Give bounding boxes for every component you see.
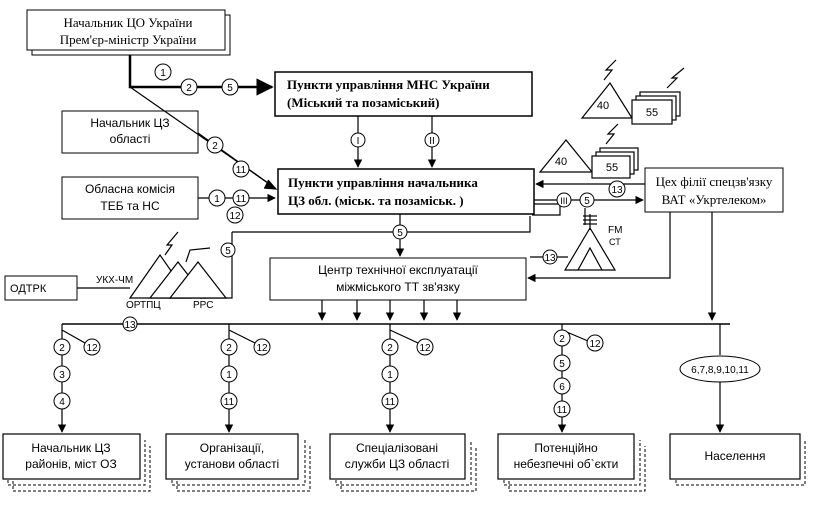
code-5: 5 <box>397 228 403 239</box>
regional-commission-line1: Обласна комісія <box>85 182 175 196</box>
cz-points-line1: Пункти управління начальника <box>288 175 478 190</box>
svg-text:2: 2 <box>559 334 565 345</box>
label-fm: FM <box>608 225 622 236</box>
code-2: 2 <box>212 141 218 152</box>
svg-text:12: 12 <box>419 343 431 354</box>
code-1: 1 <box>160 68 166 79</box>
code-13: 13 <box>544 253 556 264</box>
svg-text:5: 5 <box>559 359 565 370</box>
box-population: Населення <box>669 433 806 486</box>
code-II: II <box>429 136 435 147</box>
arrow-ukrtelecom-to-tech <box>527 212 671 283</box>
population-codes: 6,7,8,9,10,11 <box>691 365 749 376</box>
svg-text:12: 12 <box>589 339 601 350</box>
code-5: 5 <box>227 83 233 94</box>
population-label: Населення <box>704 449 765 463</box>
box-mns-points: Пункти управління МНС України (Міський т… <box>274 71 533 117</box>
label-ortpc: ОРТПЦ <box>126 300 161 311</box>
code-5: 5 <box>584 196 590 207</box>
code-1: 1 <box>214 194 220 205</box>
svg-text:11: 11 <box>385 397 396 408</box>
code-40-a: 40 <box>597 100 609 112</box>
svg-text:12: 12 <box>86 343 98 354</box>
organizations-line1: Організації, <box>200 441 264 455</box>
code-55-a: 55 <box>646 107 658 119</box>
label-rrs: РРС <box>193 300 213 311</box>
mns-points-line2: (Міський та позаміський) <box>287 95 440 110</box>
regional-commission-line2: ТЕБ та НС <box>100 199 160 213</box>
tech-center-line2: міжміського ТТ зв'язку <box>336 280 460 294</box>
code-55-b: 55 <box>606 162 618 174</box>
mountain-icon <box>538 139 594 173</box>
mns-station-icons <box>538 59 685 179</box>
radio-stack-icon <box>591 155 631 179</box>
ukrtelecom-line2: ВАТ «Укртелеком» <box>662 192 767 207</box>
svg-text:2: 2 <box>387 343 393 354</box>
head-districts-line2: районів, міст ОЗ <box>25 457 116 471</box>
head-cz-ukraine-line2: Прем'єр-міністр України <box>60 32 197 47</box>
ortpc-station-icons <box>77 231 228 299</box>
code-12: 12 <box>229 211 241 222</box>
svg-text:4: 4 <box>59 397 65 408</box>
organizations-line2: установи області <box>185 457 279 471</box>
code-40-b: 40 <box>555 156 567 168</box>
code-11: 11 <box>236 165 247 176</box>
svg-text:1: 1 <box>387 370 393 381</box>
head-cz-region-line1: Начальник ЦЗ <box>90 116 169 130</box>
svg-text:3: 3 <box>59 370 65 381</box>
box-cz-points: Пункти управління начальника ЦЗ обл. (мі… <box>277 168 535 215</box>
mns-points-line1: Пункти управління МНС України <box>287 77 490 92</box>
svg-text:2: 2 <box>226 343 232 354</box>
svg-text:11: 11 <box>224 397 235 408</box>
head-districts-line1: Начальник ЦЗ <box>31 441 110 455</box>
code-13: 13 <box>611 185 623 196</box>
svg-text:12: 12 <box>256 343 268 354</box>
box-regional-commission: Обласна комісія ТЕБ та НС <box>61 176 199 220</box>
dangerous-objects-line1: Потенційно <box>534 441 598 455</box>
code-I: I <box>357 136 360 147</box>
line-cz-to-stations <box>232 216 531 233</box>
code-2: 2 <box>186 83 192 94</box>
box-head-districts: Начальник ЦЗ районів, міст ОЗ <box>2 433 151 492</box>
head-cz-region-line2: області <box>110 132 151 146</box>
label-st: СТ <box>609 237 621 247</box>
antenna-icon <box>605 123 619 145</box>
svg-text:1: 1 <box>226 370 232 381</box>
box-head-cz-ukraine: Начальник ЦО України Прем'єр-міністр Укр… <box>26 9 231 56</box>
box-organizations: Організації, установи області <box>165 433 311 492</box>
mountain-icon <box>580 81 634 119</box>
svg-text:11: 11 <box>557 405 568 416</box>
ukrtelecom-line1: Цех філії спецзв'язку <box>656 174 773 189</box>
fm-station-icon <box>563 214 617 271</box>
line-cz-loop <box>532 203 561 216</box>
arrow-ukraine-to-mns <box>128 55 274 96</box>
head-cz-ukraine-line1: Начальник ЦО України <box>64 15 193 30</box>
code-5: 5 <box>225 246 231 257</box>
code-13: 13 <box>124 320 136 331</box>
box-ukrtelecom: Цех філії спецзв'язку ВАТ «Укртелеком» <box>644 167 784 213</box>
antenna-icon <box>603 59 617 81</box>
odtrk-label: ОДТРК <box>10 283 47 295</box>
cz-points-line2: ЦЗ обл. (міськ. та позаміськ. ) <box>288 193 464 208</box>
box-head-cz-region: Начальник ЦЗ області <box>61 110 199 154</box>
box-tech-center: Центр технічної експлуатації міжміського… <box>269 257 527 301</box>
box-dangerous-objects: Потенційно небезпечні об`єкти <box>497 433 646 492</box>
tech-center-line1: Центр технічної експлуатації <box>318 263 478 277</box>
label-ukh-chm: УКХ-ЧМ <box>96 275 133 286</box>
special-services-line1: Спеціалізовані <box>356 441 438 455</box>
svg-text:2: 2 <box>59 343 65 354</box>
box-odtrk: ОДТРК <box>4 275 78 301</box>
special-services-line2: служби ЦЗ області <box>345 457 450 471</box>
antenna-icon <box>164 231 179 256</box>
svg-text:6: 6 <box>559 382 565 393</box>
box-special-services: Спеціалізовані служби ЦЗ області <box>329 433 477 492</box>
code-III: III <box>560 196 568 206</box>
dangerous-objects-line2: небезпечні об`єкти <box>514 457 619 471</box>
code-11: 11 <box>236 194 247 205</box>
